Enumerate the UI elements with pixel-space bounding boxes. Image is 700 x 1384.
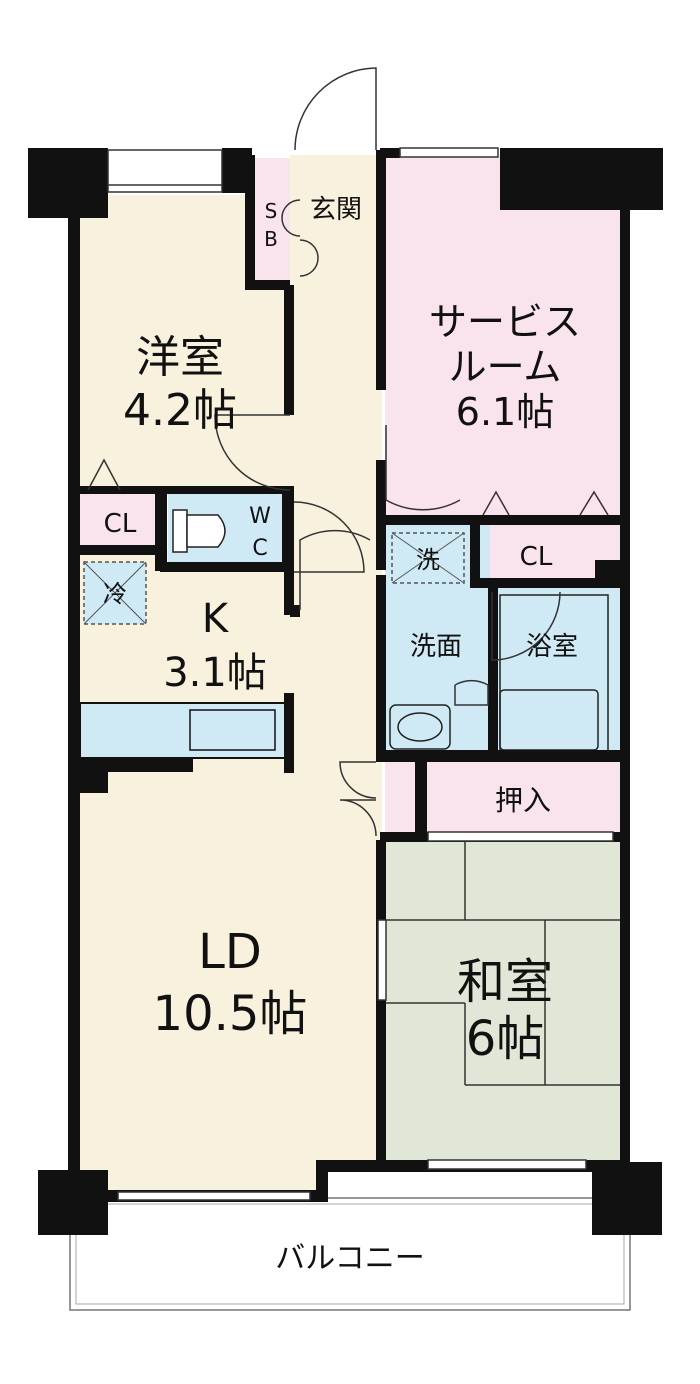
genkan-floor — [290, 155, 382, 260]
washroom-label: 洗面 — [410, 632, 462, 662]
balcony-outline — [69, 1197, 631, 1311]
oshiire-label: 押入 — [495, 784, 551, 817]
windows — [107, 147, 614, 1201]
tatami-lines — [385, 840, 625, 1086]
cl-west-label: CL — [104, 509, 137, 539]
kitchen-name: K — [202, 596, 230, 642]
ld-name: LD — [198, 924, 262, 980]
balcony-label: バルコニー — [275, 1241, 424, 1276]
japanese-room-size: 6帖 — [466, 1011, 545, 1067]
ld-size: 10.5帖 — [153, 986, 308, 1042]
toilet-tank — [172, 509, 188, 553]
japanese-room-name: 和室 — [457, 954, 553, 1010]
sb-label-b: B — [264, 227, 278, 251]
refrigerator-label: 冷 — [103, 580, 127, 608]
doors — [87, 67, 609, 837]
ld-floor — [75, 760, 382, 1170]
cl-service-label: CL — [520, 542, 553, 572]
bathtub — [499, 689, 599, 751]
kitchen-size: 3.1帖 — [163, 650, 267, 696]
wc-label-c: C — [252, 536, 267, 561]
sb-floor — [252, 158, 290, 283]
room-labels: 洋室 4.2帖 玄関 S B サービス ルーム 6.1帖 CL W C CL 洗… — [103, 195, 581, 1276]
service-room-floor — [385, 155, 625, 520]
western-room-name: 洋室 — [136, 332, 224, 383]
cl-west-floor — [80, 492, 162, 547]
sb-label-s: S — [265, 199, 278, 223]
toilet-bowl — [186, 514, 226, 548]
wc-label-w: W — [249, 504, 271, 529]
ld-floor-bottom — [75, 1165, 320, 1195]
service-room-size: 6.1帖 — [456, 390, 554, 434]
kitchen-sink — [189, 709, 276, 751]
service-room-line2: ルーム — [449, 345, 562, 389]
western-room-size: 4.2帖 — [123, 385, 237, 436]
laundry-label: 洗 — [416, 546, 440, 574]
genkan-label: 玄関 — [310, 195, 362, 225]
service-room-line1: サービス — [429, 300, 581, 344]
bath-label: 浴室 — [526, 632, 578, 662]
wash-basin — [389, 704, 451, 750]
